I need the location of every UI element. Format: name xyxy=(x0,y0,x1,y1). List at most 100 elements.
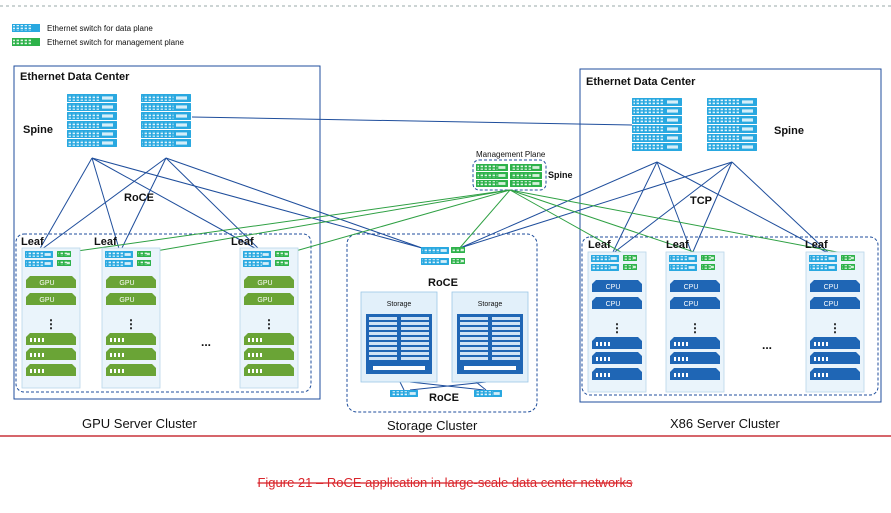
left-spine-link-1-0 xyxy=(37,157,167,253)
right-spine-switch-1-unit-6 xyxy=(632,143,682,151)
gpu-rack-3-server-label-1: GPU xyxy=(257,280,272,287)
gpu-rack-3-server-label-2: GPU xyxy=(257,297,272,304)
x86-rack-1-server-5 xyxy=(592,368,642,380)
x86-rack-1-server-label-2: CPU xyxy=(606,301,621,308)
gpu-rack-1-server-1: GPU xyxy=(26,276,76,288)
device-layer: GPUGPU⋮GPUGPU⋮GPUGPU⋮CPUCPU⋮CPUCPU⋮CPUCP… xyxy=(21,94,865,397)
right-spine-switch-1-unit-4 xyxy=(632,125,682,133)
right-spine-switch-1-unit-5 xyxy=(632,134,682,142)
gpu-rack-2-server-1: GPU xyxy=(106,276,156,288)
x86-leaf-group xyxy=(581,236,879,396)
gpu-cluster-caption: GPU Server Cluster xyxy=(82,416,198,431)
x86-rack-3-server-1: CPU xyxy=(810,280,860,292)
right-spine-link-0-1 xyxy=(656,161,693,255)
right-spine-label: Spine xyxy=(774,125,804,137)
x86-rack-1-server-3 xyxy=(592,337,642,349)
left-spine-link-0-0 xyxy=(37,157,93,253)
right-spine-switch-2-unit-3 xyxy=(707,116,757,124)
left-dc-title: Ethernet Data Center xyxy=(20,71,130,83)
gpu-rack-3-server-4 xyxy=(244,348,294,360)
x86-rack-3-server-label-1: CPU xyxy=(824,284,839,291)
mgmt-spine-switch-1-unit-1 xyxy=(476,164,508,171)
storage-array-2: Storage xyxy=(451,291,529,383)
gpu-rack-2-server-label-2: GPU xyxy=(119,297,134,304)
link-layer xyxy=(37,116,859,391)
x86-rack-3-server-label-2: CPU xyxy=(824,301,839,308)
storage-array-1: Storage xyxy=(360,291,438,383)
x86-rack-3-mgmt-switch-2 xyxy=(841,264,855,270)
gpu-leaf-group xyxy=(15,233,312,393)
mgmt-link-2 xyxy=(291,189,511,253)
gpu-rack-1-server-2: GPU xyxy=(26,293,76,305)
x86-rack-1-dots: ⋮ xyxy=(611,321,623,335)
mgmt-spine-switch-1-unit-2 xyxy=(476,172,508,179)
x86-ellipsis: ... xyxy=(762,338,772,352)
x86-rack-2-mgmt-switch-2 xyxy=(701,264,715,270)
x86-cluster-caption: X86 Server Cluster xyxy=(670,416,780,431)
gpu-rack-3-server-5 xyxy=(244,364,294,376)
gpu-rack-1-data-switch-2 xyxy=(25,260,53,267)
right-spine-link-0-2 xyxy=(656,161,831,255)
x86-rack-3-mgmt-switch-1 xyxy=(841,255,855,261)
left-spine-link-1-1 xyxy=(119,157,167,253)
x86-rack-2-server-label-1: CPU xyxy=(684,284,699,291)
mgmt-link-4 xyxy=(509,189,629,257)
x86-rack-3-server-3 xyxy=(810,337,860,349)
x86-rack-2-mgmt-switch-1 xyxy=(701,255,715,261)
mgmt-spine-switch-2-unit-2 xyxy=(510,172,542,179)
left-spine-switch-1-unit-5 xyxy=(67,130,117,138)
left-spine-switch-2-unit-6 xyxy=(141,139,191,147)
right-spine-switch-1-unit-2 xyxy=(632,107,682,115)
left-spine-switch-2-unit-5 xyxy=(141,130,191,138)
gpu-rack-3-server-2: GPU xyxy=(244,293,294,305)
legend-data-switch-icon xyxy=(12,24,40,32)
right-spine-switch-2-unit-2 xyxy=(707,107,757,115)
x86-rack-2-data-switch-2 xyxy=(669,264,697,271)
gpu-rack-1-server-label-1: GPU xyxy=(39,280,54,287)
mgmt-link-0 xyxy=(69,189,511,253)
gpu-rack-1-server-4 xyxy=(26,348,76,360)
left-spine-switch-2-unit-1 xyxy=(141,94,191,102)
right-spine-switch-2-unit-6 xyxy=(707,143,757,151)
gpu-rack-2-dots: ⋮ xyxy=(125,317,137,331)
gpu-rack-2: GPU GPU ⋮ xyxy=(101,247,161,389)
x86-rack-2-server-2: CPU xyxy=(670,297,720,309)
gpu-rack-2-server-4 xyxy=(106,348,156,360)
left-spine-switch-1-unit-3 xyxy=(67,112,117,120)
right-spine-switch-2-unit-5 xyxy=(707,134,757,142)
left-spine-link-1-2 xyxy=(165,157,263,253)
storage-leaf-data-switch-2 xyxy=(421,258,449,265)
left-spine-switch-1-unit-4 xyxy=(67,121,117,129)
storage-link-1 xyxy=(399,381,405,391)
legend: Ethernet switch for data plane Ethernet … xyxy=(12,24,185,47)
right-spine-link-1-3 xyxy=(459,161,733,249)
storage-protocol-bottom: RoCE xyxy=(429,392,459,404)
x86-leaf-label-1: Leaf xyxy=(588,239,611,251)
x86-rack-2-server-3 xyxy=(670,337,720,349)
left-spine-label: Spine xyxy=(23,124,53,136)
storage-array-2-label: Storage xyxy=(478,301,503,308)
gpu-rack-3-mgmt-switch-2 xyxy=(275,260,289,266)
gpu-rack-2-server-2: GPU xyxy=(106,293,156,305)
right-spine-link-1-2 xyxy=(731,161,831,255)
left-spine-switch-1-unit-1 xyxy=(67,94,117,102)
right-spine-link-1-1 xyxy=(691,161,733,255)
storage-bottom-switch-2 xyxy=(474,390,502,397)
x86-rack-3-data-switch-1 xyxy=(809,255,837,262)
right-spine-link-0-0 xyxy=(611,161,658,255)
left-protocol-label: RoCE xyxy=(124,192,154,204)
gpu-rack-3-data-switch-2 xyxy=(243,260,271,267)
mgmt-spine-switch-2-unit-3 xyxy=(510,180,542,187)
storage-leaf-mgmt-switch-1 xyxy=(451,247,465,253)
right-spine-switch-1-unit-1 xyxy=(632,98,682,106)
x86-rack-1-server-4 xyxy=(592,352,642,364)
left-spine-switch-2-unit-2 xyxy=(141,103,191,111)
mgmt-spine-switch-1-unit-3 xyxy=(476,180,508,187)
x86-rack-1-data-switch-2 xyxy=(591,264,619,271)
gpu-rack-1-server-5 xyxy=(26,364,76,376)
storage-cluster-caption: Storage Cluster xyxy=(387,418,478,433)
x86-leaf-label-3: Leaf xyxy=(805,239,828,251)
storage-protocol-top: RoCE xyxy=(428,277,458,289)
x86-rack-2-server-5 xyxy=(670,368,720,380)
